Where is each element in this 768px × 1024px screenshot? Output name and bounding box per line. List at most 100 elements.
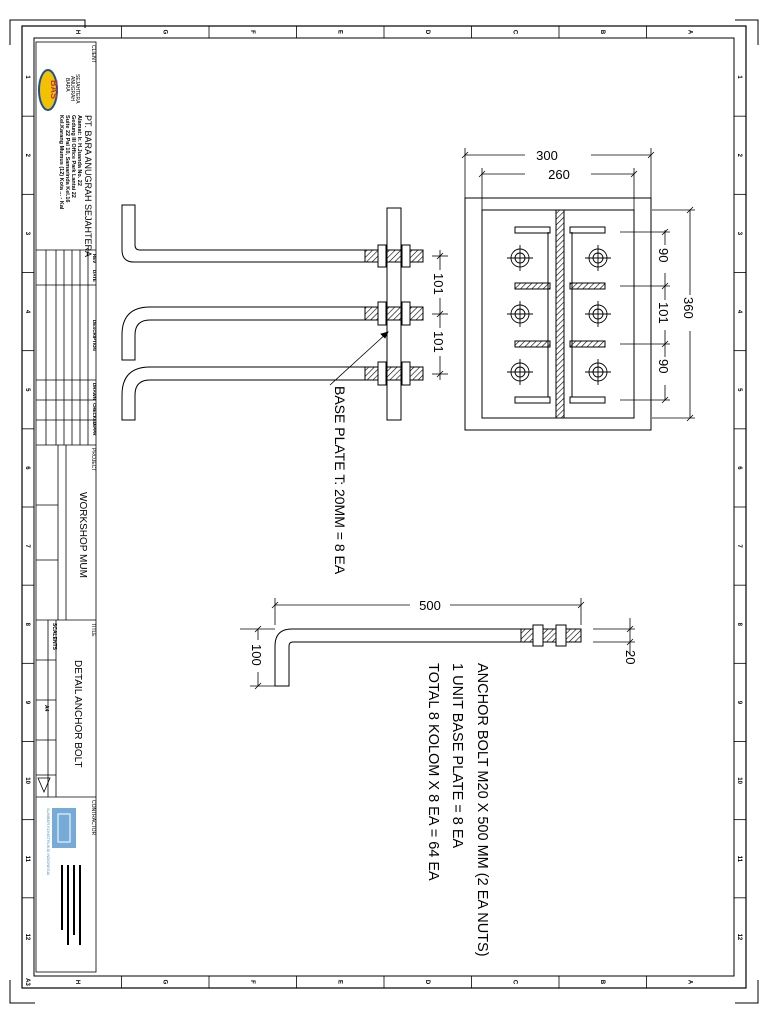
frame-col-label-right: 6	[736, 466, 742, 470]
revision-triangle	[37, 777, 51, 794]
base-plate-plan-outer	[464, 197, 652, 431]
frame-col-label-left: 8	[24, 623, 30, 627]
rev-header-date: DATE	[92, 270, 97, 282]
bolt-detail-dimensions	[240, 595, 635, 690]
frame-col-label-right: 7	[736, 544, 742, 548]
frame-col-label-left: 6	[24, 466, 30, 470]
company-name: PT. BARA ANUGRAH SEJAHTERA	[83, 115, 93, 257]
address-line-3: Suite 22 Pal 10, Samarinda Kel.16	[64, 115, 70, 202]
bolt-hole	[507, 245, 533, 271]
rev-header-appr: APPR	[92, 423, 97, 436]
frame-row-label-bottom: H	[74, 980, 80, 984]
frame-row-label-bottom: F	[249, 980, 255, 984]
frame-row-label-bottom: B	[599, 980, 605, 985]
corner-marks	[9, 19, 759, 1004]
size-value: A4	[43, 705, 49, 712]
frame-row-label-top: B	[599, 30, 605, 35]
scale-label: SCALE	[51, 623, 57, 641]
frame-col-label-left: 5	[24, 388, 30, 392]
frame-row-label-top: E	[336, 30, 342, 34]
bolt-dim-500: 500	[419, 598, 441, 613]
rev-header-description: DESCRIPTION	[92, 320, 97, 351]
revision-headers: REV DATE DESCRIPTION DRAWN CHECKED APPR	[92, 254, 97, 436]
company-info: CLIENT PT. BARA ANUGRAH SEJAHTERA Alamat…	[58, 45, 96, 257]
client-label: CLIENT	[90, 45, 96, 63]
plan-dim-300: 300	[536, 148, 558, 163]
bolt-hole	[585, 245, 611, 271]
inner-frame	[33, 37, 735, 977]
title-block	[35, 41, 97, 973]
frame-row-label-bottom: C	[511, 980, 517, 985]
frame-row-label-top: C	[511, 30, 517, 35]
project-section: PROJECT WORKSHOP MUM	[77, 448, 96, 578]
bolt-hole	[507, 301, 533, 327]
frame-col-label-right: 2	[736, 154, 742, 158]
frame-row-label-bottom: E	[336, 980, 342, 984]
project-name: WORKSHOP MUM	[77, 492, 88, 578]
outer-frame	[21, 25, 747, 989]
frame-row-label-top: A	[686, 30, 692, 35]
frame-row-label-top: H	[74, 30, 80, 34]
contractor-section: CONTRACTOR SUMBER KONSTRUKSI INDONESIA	[46, 800, 96, 945]
project-label: PROJECT	[90, 448, 96, 471]
contractor-name: SUMBER KONSTRUKSI INDONESIA	[46, 808, 51, 876]
side-dim-1: 101	[431, 273, 446, 295]
frame-row-label-bottom: D	[424, 980, 430, 985]
frame-col-label-right: 3	[736, 232, 742, 236]
frame-col-label-right: 11	[736, 856, 742, 863]
address-line-4: Kel.Karang Mumus (12) Kota ... - Kal	[58, 115, 64, 210]
rev-header-rev: REV	[92, 254, 97, 263]
anchor-bolt-side-2	[121, 306, 423, 361]
side-view	[121, 204, 424, 421]
frame-col-label-right: 9	[736, 701, 742, 705]
contractor-address-scribble	[61, 865, 81, 945]
frame-col-label-right: 8	[736, 623, 742, 627]
drawing-title: DETAIL ANCHOR BOLT	[72, 660, 83, 768]
frame-row-label-top: G	[161, 30, 167, 35]
rev-header-checked: CHECKED	[92, 403, 97, 426]
base-plate-leader	[329, 331, 389, 386]
bolt-holes	[507, 245, 611, 385]
base-plate-note: BASE PLATE T: 20MM = 8 EA	[332, 386, 348, 575]
frame-col-label-right: 10	[736, 777, 742, 784]
note-line-1: ANCHOR BOLT M20 X 500 MM (2 EA NUTS)	[474, 663, 490, 957]
anchor-bolt-side-1	[121, 204, 423, 263]
frame-col-label-left: 4	[24, 310, 30, 314]
logo-line-1: BARA	[64, 78, 70, 92]
logo-line-2: ANUGRAH	[69, 76, 75, 101]
side-dimensions	[432, 250, 448, 380]
frame-grid-ticks	[22, 26, 746, 988]
bolt-hole	[507, 359, 533, 385]
frame-col-label-left: 11	[24, 856, 30, 863]
frame-col-label-left: 10	[24, 777, 30, 784]
frame-row-label-top: D	[424, 30, 430, 35]
frame-col-label-right: 1	[736, 75, 742, 79]
bolt-hole	[585, 301, 611, 327]
plan-dim-260: 260	[548, 167, 570, 182]
plan-dimensions	[461, 145, 697, 422]
frame-col-label-right: 12	[736, 934, 742, 941]
frame-col-label-left: 7	[24, 544, 30, 548]
anchor-bolt-side-3	[121, 366, 423, 421]
scale-value: NTS	[51, 640, 57, 651]
contractor-logo	[52, 808, 76, 848]
note-line-3: TOTAL 8 KOLOM X 8 EA = 64 EA	[425, 663, 441, 881]
frame-col-label-right: 4	[736, 310, 742, 314]
frame-col-label-left: 2	[24, 154, 30, 158]
rev-header-drawn: DRAWN	[92, 383, 97, 400]
plan-dim-360: 360	[681, 297, 696, 319]
bolt-dim-20: 20	[623, 650, 638, 664]
frame-col-label-left: 12	[24, 934, 30, 941]
frame-row-label-top: F	[249, 30, 255, 34]
note-line-2: 1 UNIT BASE PLATE = 8 EA	[449, 663, 465, 849]
title-label: TITLE	[90, 623, 96, 637]
sheet-size-label: A3	[24, 978, 30, 986]
bolt-dim-100: 100	[249, 644, 264, 666]
contractor-label: CONTRACTOR	[90, 800, 96, 836]
plan-dim-90-bottom: 90	[656, 359, 671, 373]
plan-dim-90-top: 90	[656, 248, 671, 262]
address-line-1: Alamat: Ir. H.Juanda No. 22	[76, 115, 82, 186]
company-logo: BAS BARA ANUGRAH SEJAHTERA	[38, 69, 80, 111]
